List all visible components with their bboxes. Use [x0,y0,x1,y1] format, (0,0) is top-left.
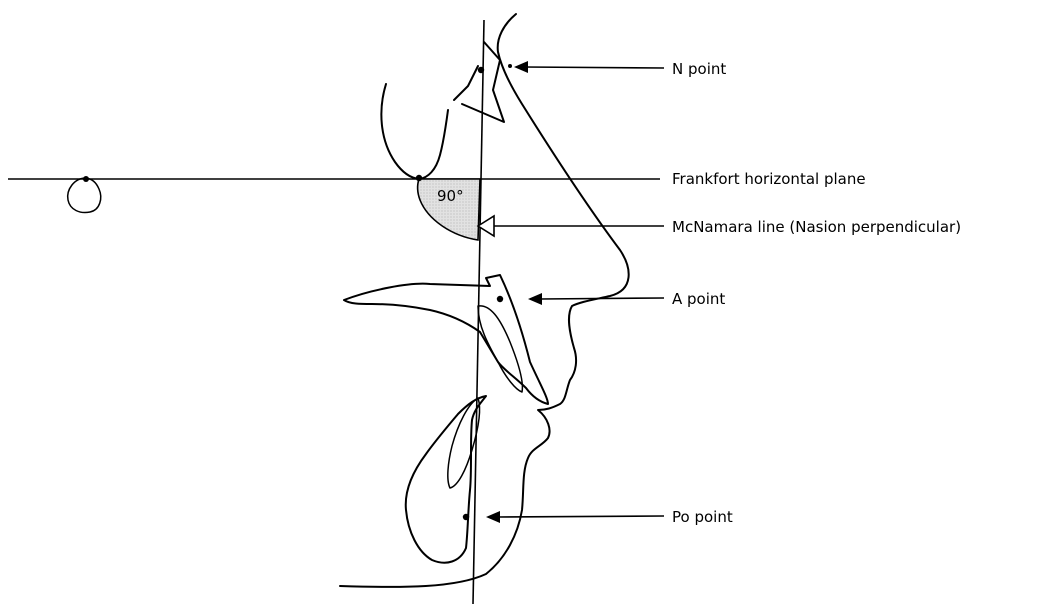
nasion-point [478,67,484,73]
soft-tissue-nasion-dot [508,64,512,68]
po-point-label: Po point [672,508,733,526]
orbit-rim [381,84,448,179]
a-point-label: A point [672,290,725,308]
po-point-arrowhead [486,511,500,523]
a-point [497,296,503,302]
n-point-arrowhead [514,61,528,73]
porion-point [83,176,89,182]
a-point-arrow-shaft [540,298,664,299]
angle-label: 90° [437,187,464,205]
mcnamara-label: McNamara line (Nasion perpendicular) [672,218,961,236]
nasal-bone-outline [454,42,504,122]
pogonion-point [463,514,469,520]
ear-rod-ring [68,178,101,213]
n-point-label: N point [672,60,726,78]
maxilla-palate [344,275,548,404]
a-point-arrowhead [528,293,542,305]
n-point-arrow-shaft [524,67,664,68]
frankfort-label: Frankfort horizontal plane [672,170,866,188]
po-point-arrow-shaft [498,516,664,517]
